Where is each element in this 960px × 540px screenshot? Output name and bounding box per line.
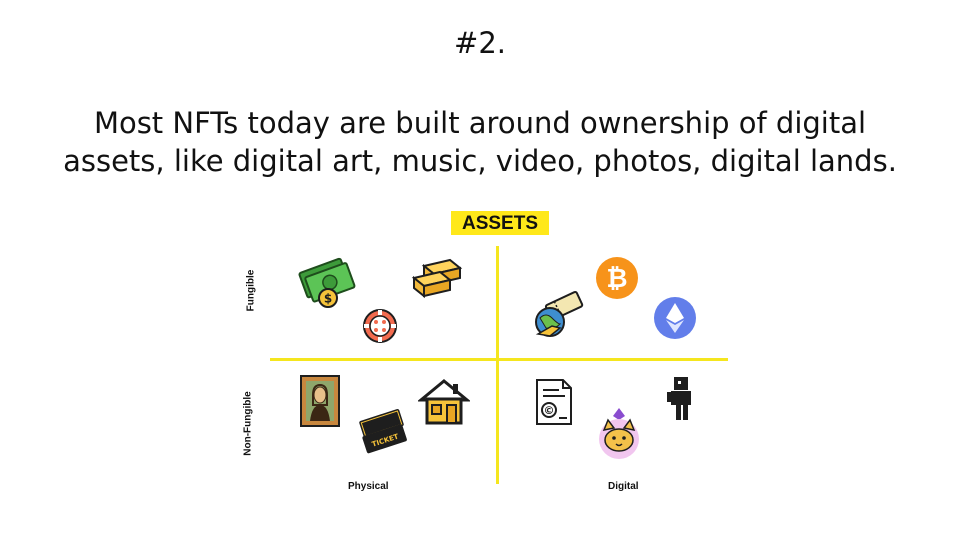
row-label-fungible: Fungible xyxy=(245,269,257,312)
assets-quadrant-diagram: ASSETS Fungible Non-Fungible Physical Di… xyxy=(230,200,750,510)
tickets-icon: TICKET xyxy=(358,408,410,460)
copyright-document-icon: © xyxy=(535,378,573,430)
cash-icon: $ xyxy=(298,256,358,314)
row-label-non-fungible: Non-Fungible xyxy=(242,391,254,456)
pixel-avatar-icon xyxy=(666,376,696,426)
airline-miles-icon xyxy=(530,290,586,344)
copyright-symbol: © xyxy=(544,404,555,417)
horizontal-axis xyxy=(270,358,728,361)
vertical-axis xyxy=(496,246,499,484)
bitcoin-icon: ₿ xyxy=(595,256,639,304)
house-icon xyxy=(416,378,472,430)
headline: Most NFTs today are built around ownersh… xyxy=(30,104,930,180)
headline-line-1: Most NFTs today are built around ownersh… xyxy=(93,106,867,140)
diagram-title: ASSETS xyxy=(451,211,549,235)
slide-number: #2. xyxy=(454,26,506,60)
bitcoin-symbol: ₿ xyxy=(606,264,627,294)
column-label-digital: Digital xyxy=(608,481,639,492)
mona-lisa-painting-icon xyxy=(300,375,340,431)
column-label-physical: Physical xyxy=(348,481,389,492)
cryptokitty-icon xyxy=(594,406,644,464)
casino-chip-icon xyxy=(362,308,398,348)
headline-line-2: assets, like digital art, music, video, … xyxy=(63,144,897,178)
ethereum-icon xyxy=(653,296,697,344)
gold-bars-icon xyxy=(410,256,470,304)
svg-text:$: $ xyxy=(324,292,332,306)
